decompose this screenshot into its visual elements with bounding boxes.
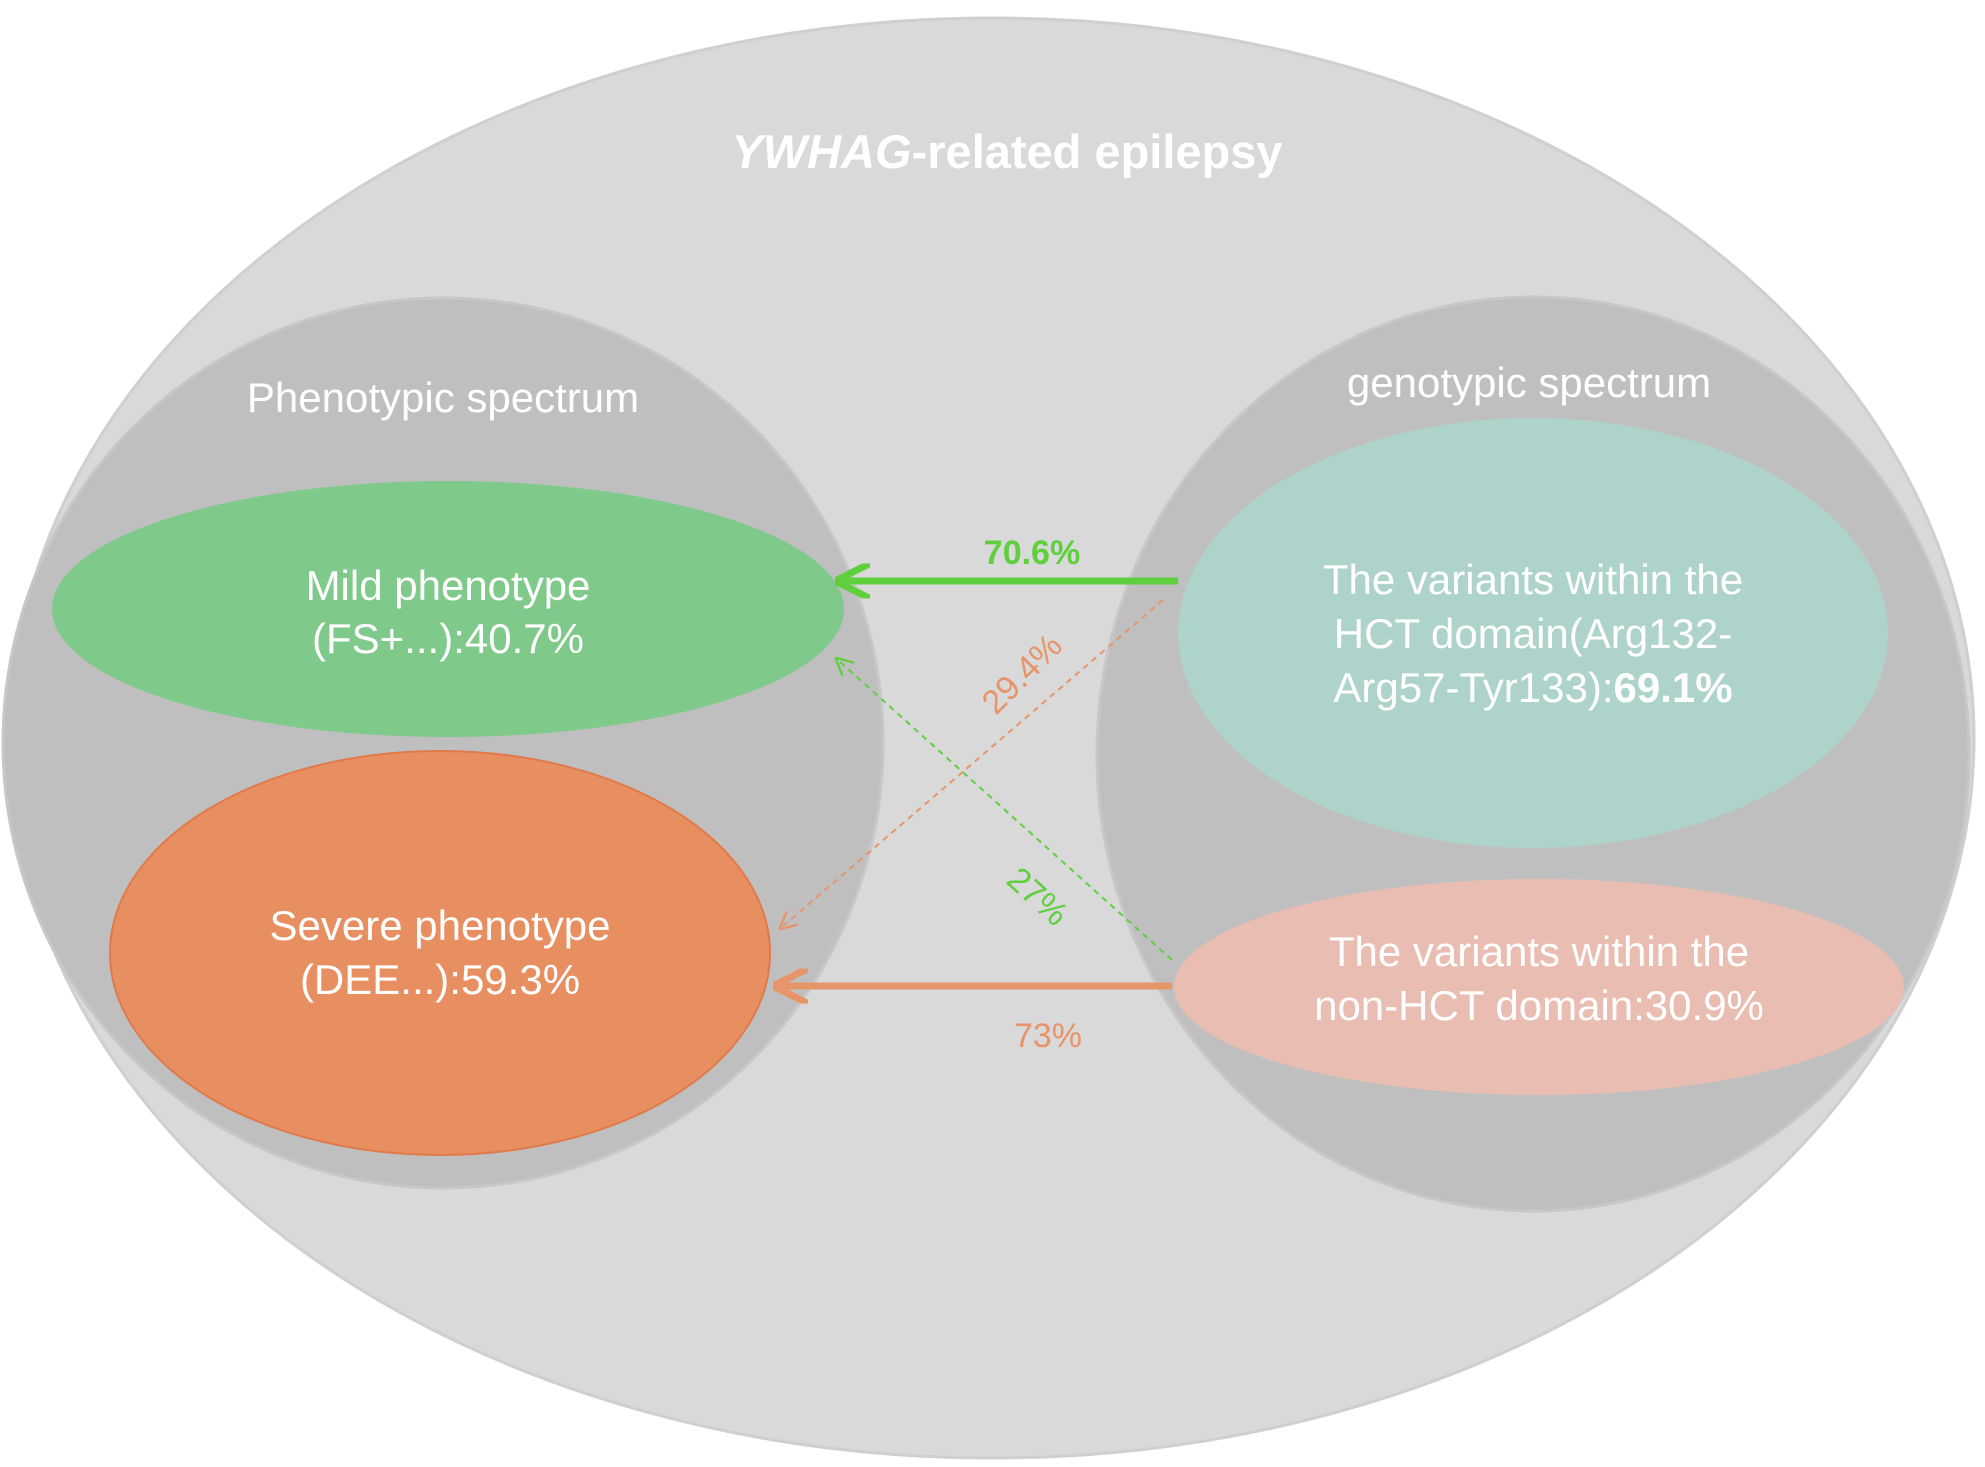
hct-domain-ellipse <box>1178 418 1888 848</box>
label-hct-to-mild: 70.6% <box>984 534 1080 572</box>
hct-domain-line1: The variants within the <box>1323 556 1743 603</box>
severe-phenotype-line2: (DEE...):59.3% <box>300 956 580 1003</box>
title-gene: YWHAG <box>731 125 911 178</box>
title-suffix: -related epilepsy <box>912 125 1283 178</box>
mild-phenotype-line2: (FS+...):40.7% <box>312 615 584 662</box>
non-hct-domain-line1: The variants within the <box>1329 928 1749 975</box>
mild-phenotype-ellipse <box>52 481 844 737</box>
label-nonhct-to-severe: 73% <box>1014 1017 1082 1055</box>
hct-domain-line3-prefix: Arg57-Tyr133): <box>1333 664 1613 711</box>
non-hct-domain-line2: non-HCT domain:30.9% <box>1314 982 1764 1029</box>
mild-phenotype-line1: Mild phenotype <box>306 562 591 609</box>
hct-domain-percentage: 69.1% <box>1614 664 1733 711</box>
severe-phenotype-line1: Severe phenotype <box>270 902 611 949</box>
arrow-hct-to-severe <box>782 599 1164 927</box>
arrow-nonhct-to-mild <box>838 660 1173 961</box>
genotypic-spectrum-label: genotypic spectrum <box>1347 359 1711 406</box>
hct-domain-line2: HCT domain(Arg132- <box>1334 610 1732 657</box>
severe-phenotype-ellipse <box>109 750 771 1156</box>
hct-domain-line3: Arg57-Tyr133):69.1% <box>1333 664 1732 711</box>
diagram-title: YWHAG-related epilepsy <box>731 125 1282 178</box>
phenotypic-spectrum-label: Phenotypic spectrum <box>247 374 639 421</box>
non-hct-domain-ellipse <box>1174 879 1904 1095</box>
